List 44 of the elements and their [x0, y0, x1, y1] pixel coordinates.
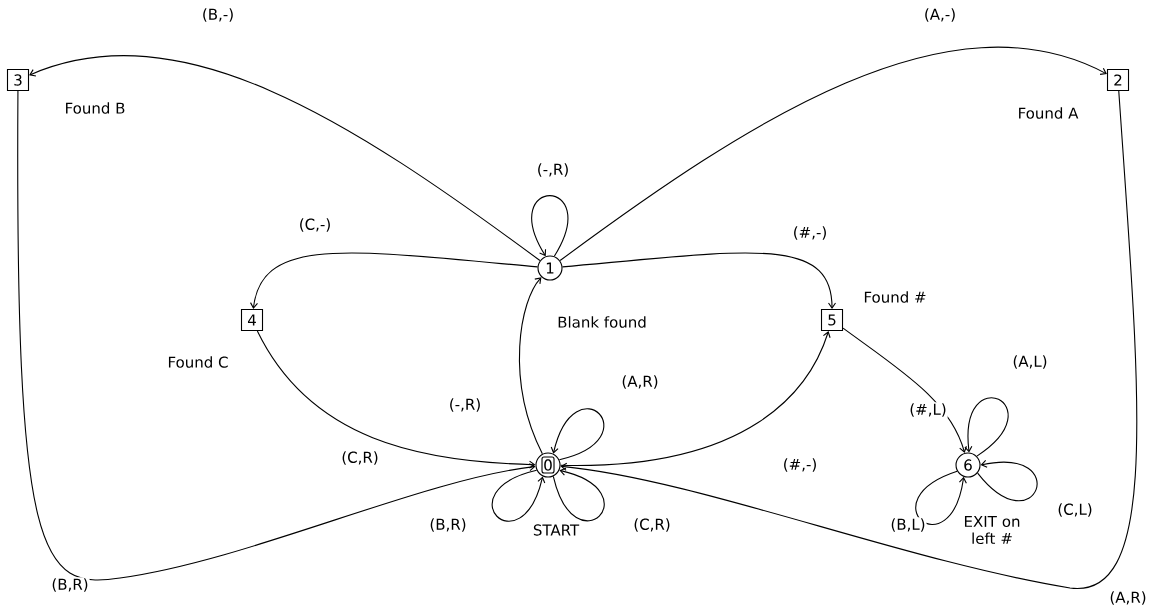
state-box: 5 [820, 308, 844, 332]
arrow [561, 252, 837, 309]
edge-label: (#,-) [791, 225, 829, 241]
arrow [964, 397, 1009, 457]
state-caption: Found B [66, 102, 125, 114]
arrow [29, 55, 541, 262]
edge-label: (A,-) [922, 7, 958, 23]
edge-label: (#,-) [781, 457, 819, 473]
state-caption: Found A [1019, 107, 1079, 119]
arrow [550, 408, 605, 461]
state-caption: Blank found [558, 316, 646, 328]
arrow [17, 90, 536, 581]
arrow [842, 327, 967, 453]
arrow [519, 277, 543, 455]
edge-label: (B,L) [889, 517, 927, 533]
state-box: 2 [1106, 68, 1130, 92]
arrow [560, 90, 1138, 589]
edge-label: (C,-) [297, 217, 333, 233]
state-caption: START [533, 524, 580, 536]
edge-label: (C,R) [632, 517, 672, 533]
arrow [559, 47, 1107, 262]
edge-label: (#,L) [908, 402, 948, 418]
arrow [552, 467, 605, 522]
edge-label: (-,R) [447, 397, 483, 413]
edge-label: (B,-) [200, 7, 236, 23]
state-box: 3 [6, 68, 30, 92]
edge-label: (A,R) [620, 374, 660, 390]
arrow [491, 469, 546, 522]
edge-label: (C,R) [340, 450, 380, 466]
edge-label: (-,R) [535, 162, 571, 178]
state-caption: EXIT on left # [965, 515, 1020, 545]
edge-label: (A,L) [1011, 354, 1049, 370]
arrow [560, 331, 831, 466]
edge-label: (B,R) [50, 577, 90, 593]
arrow [249, 252, 539, 309]
edge-label: (A,R) [1108, 590, 1148, 606]
state-caption: Found # [864, 291, 926, 303]
arrow [915, 470, 967, 525]
arrow [977, 459, 1038, 502]
edge-label: (B,R) [428, 517, 468, 533]
edge-label: (C,L) [1056, 502, 1094, 518]
state-caption: Found C [168, 356, 228, 368]
state-box: 4 [240, 308, 264, 332]
arrow [531, 195, 569, 257]
